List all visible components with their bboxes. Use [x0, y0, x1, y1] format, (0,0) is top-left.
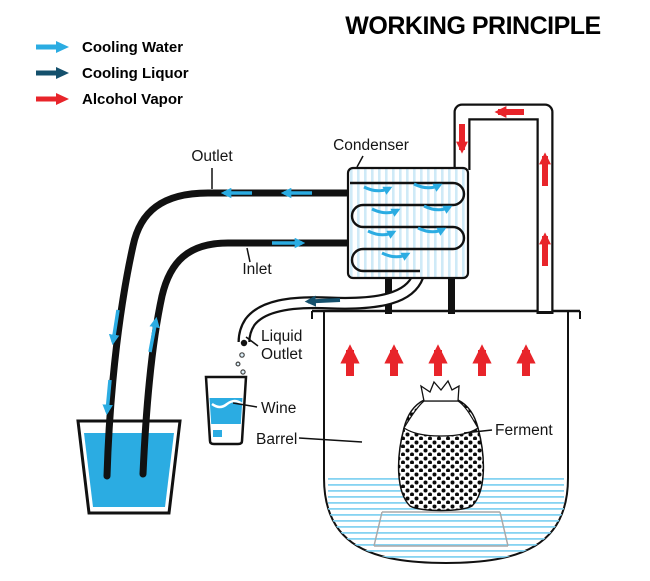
liquid-outlet-label-line1: Liquid	[261, 328, 302, 345]
legend-item-cooling-water: Cooling Water	[36, 36, 189, 58]
inlet-pointer-line	[246, 247, 251, 263]
arrow-shape	[36, 93, 69, 105]
legend: Cooling Water Cooling Liquor Alcohol Vap…	[36, 36, 189, 114]
vapor-pipe-outer	[453, 103, 554, 314]
inlet-tube	[139, 239, 354, 478]
droplet	[240, 369, 246, 375]
wine-glass-mark	[213, 430, 222, 437]
bucket-water	[84, 433, 174, 507]
bag-stand	[373, 511, 509, 547]
ferment-bag-shoulder	[403, 400, 479, 437]
ferment-pointer-line	[463, 429, 493, 434]
condenser-body	[346, 166, 470, 280]
alcohol-vapor-arrow-icon	[36, 93, 69, 105]
spout-tip	[240, 339, 248, 347]
condenser-flow-arrow	[423, 204, 453, 214]
barrel-pointer-line	[298, 437, 363, 443]
wine-pointer-line	[232, 402, 258, 408]
condenser-flow-arrow	[413, 182, 443, 192]
condenser-leg	[448, 276, 455, 314]
barrel-rim-lip	[311, 311, 581, 319]
ferment-bag-neck	[420, 379, 460, 402]
condenser-flow-arrow	[371, 207, 401, 217]
condenser-pointer-line	[356, 155, 364, 168]
cooling-flow-arrow	[148, 316, 160, 353]
ferment-label: Ferment	[495, 422, 553, 439]
wine-wave	[211, 399, 243, 409]
inlet-label: Inlet	[242, 261, 272, 278]
condenser-label: Condenser	[333, 137, 409, 154]
cooling-water-arrow-icon	[36, 41, 69, 53]
legend-item-alcohol-vapor: Alcohol Vapor	[36, 88, 189, 110]
liquid-outlet-label-line2: Outlet	[261, 346, 303, 363]
arrow-shape	[36, 41, 69, 53]
legend-label-cooling-water: Cooling Water	[82, 38, 184, 56]
cooling-flow-arrow	[102, 379, 113, 416]
liquid-outlet-tube-inner	[239, 274, 422, 343]
legend-item-cooling-liquor: Cooling Liquor	[36, 62, 189, 84]
condenser-flow-arrow	[367, 229, 397, 239]
wine-glass-water	[209, 398, 243, 424]
legend-label-cooling-liquor: Cooling Liquor	[82, 64, 189, 82]
page-title: WORKING PRINCIPLE	[345, 12, 601, 40]
wine-label: Wine	[261, 400, 296, 417]
outlet-tube	[103, 189, 354, 480]
outlet-label: Outlet	[191, 148, 233, 165]
condenser-coil	[350, 181, 466, 273]
droplet	[239, 352, 245, 358]
arrow-shape	[36, 67, 69, 79]
condenser-flow-arrow	[363, 185, 393, 195]
vapor-pipe-inner	[455, 105, 552, 311]
legend-label-alcohol-vapor: Alcohol Vapor	[82, 90, 183, 108]
condenser-flow-arrow	[417, 226, 447, 236]
condenser-flow-arrow	[381, 251, 411, 261]
liquor-flow-arrow	[304, 295, 341, 307]
liquid-outlet-pointer-line	[245, 336, 259, 347]
barrel-label: Barrel	[256, 431, 297, 448]
cooling-flow-arrow	[108, 309, 120, 346]
droplet	[235, 361, 241, 367]
cooling-liquor-arrow-icon	[36, 67, 69, 79]
